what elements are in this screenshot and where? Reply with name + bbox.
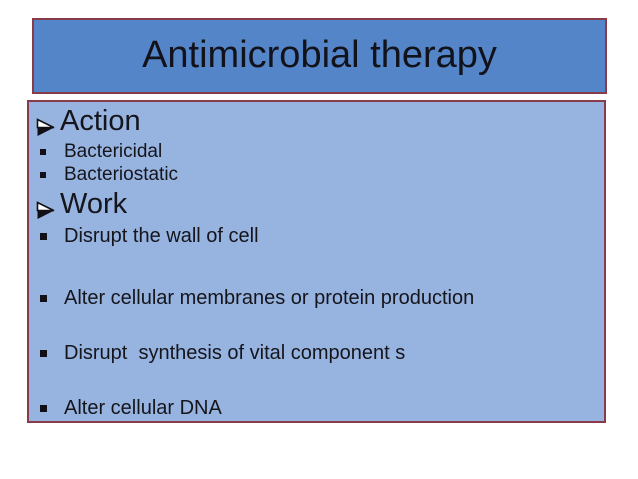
- bullet-item-disrupt-synthesis: Disrupt synthesis of vital component s: [40, 341, 405, 366]
- bullet-item-bacteriostatic: Bacteriostatic: [40, 163, 178, 187]
- bullet-item-label: Disrupt synthesis of vital component s: [64, 342, 406, 364]
- bullet-item-action: Action: [35, 103, 141, 139]
- bullet-item-label: Disrupt the wall of cell: [64, 225, 259, 247]
- bullet-item-label: Alter cellular membranes or protein prod…: [64, 287, 475, 309]
- slide-title: Antimicrobial therapy: [142, 34, 497, 77]
- bullet-item-label: Action: [60, 105, 141, 137]
- bullet-item-disrupt-wall: Disrupt the wall of cell: [40, 224, 259, 249]
- bullet-item-label: Alter cellular DNA: [64, 397, 222, 419]
- arrow-bullet-icon: [35, 111, 56, 136]
- square-bullet-icon: [40, 350, 47, 357]
- title-box: Antimicrobial therapy: [32, 18, 607, 94]
- square-bullet-icon: [40, 172, 46, 178]
- square-bullet-icon: [40, 295, 47, 302]
- arrow-bullet-icon: [35, 194, 56, 219]
- bullet-item-label: Work: [60, 188, 128, 220]
- square-bullet-icon: [40, 233, 47, 240]
- square-bullet-icon: [40, 149, 46, 155]
- bullet-item-alter-dna: Alter cellular DNA: [40, 396, 222, 421]
- bullet-item-work: Work: [35, 186, 127, 222]
- bullet-item-label: Bacteriostatic: [64, 164, 179, 185]
- bullet-item-alter-membranes: Alter cellular membranes or protein prod…: [40, 286, 474, 311]
- bullet-item-label: Bactericidal: [64, 141, 163, 162]
- content-box: Action Bactericidal Bacteriostatic Work …: [27, 100, 606, 423]
- square-bullet-icon: [40, 405, 47, 412]
- bullet-item-bactericidal: Bactericidal: [40, 140, 162, 164]
